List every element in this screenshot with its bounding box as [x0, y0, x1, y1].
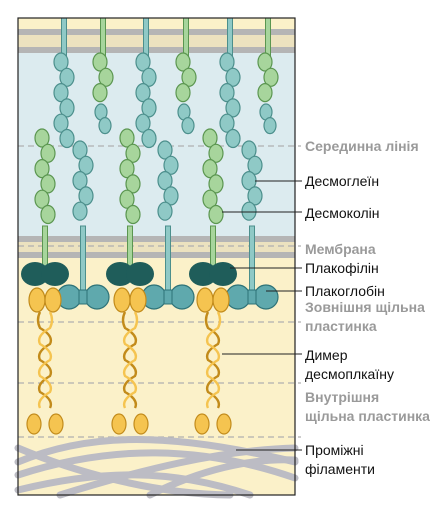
membrane-core: [18, 242, 295, 252]
label-filaments-line1: Проміжні: [305, 442, 364, 458]
label-inner-plaque-line2: щільна пластинка: [305, 408, 430, 424]
desmoglein-1-stalk: [61, 17, 67, 59]
label-outer-plaque-line1: Зовнішня щільна: [305, 299, 425, 315]
desmocollin-3-stalk: [265, 17, 271, 59]
label-desmoglein: Десмоглеїн: [305, 173, 380, 189]
desmocollin-3-membrane-stalk: [210, 225, 216, 269]
desmoglein-1-cell-b-stalk: [80, 225, 86, 291]
desmoglein-1-lower: [94, 103, 112, 135]
label-inner-plaque-line1: Внутрішня: [305, 389, 380, 405]
desmocollin-2-upper: [175, 52, 197, 103]
label-filaments-line2: філаменти: [305, 461, 375, 477]
desmoplakin-dimer-1: [26, 287, 64, 435]
plakoglobin-2: [141, 284, 195, 310]
diagram-frame: [17, 17, 296, 496]
label-outer-plaque-line2: пластинка: [305, 318, 377, 334]
upper-membrane-inner: [18, 47, 295, 53]
desmocollin-2-membrane-stalk: [127, 225, 133, 269]
desmocollin-2-lower: [119, 128, 141, 225]
label-desmocollin: Десмоколін: [305, 205, 380, 221]
desmocollin-3-lower: [202, 128, 224, 225]
desmoglein-3-cell-b-stalk: [249, 225, 255, 291]
membrane-inner-leaflet: [18, 252, 295, 258]
upper-membrane-outer: [18, 29, 295, 35]
plakophilin-1: [21, 262, 69, 286]
desmoplakin-dimer-2: [111, 287, 149, 435]
desmoglein-3-lower: [259, 103, 277, 135]
label-membrane: Мембрана: [305, 241, 376, 257]
desmocollin-1-lower: [34, 128, 56, 225]
desmoglein-2-lower: [177, 103, 195, 135]
intermediate-filament-6: [146, 456, 299, 499]
label-plakoglobin: Плакоглобін: [305, 283, 385, 299]
desmoplakin-dimer-3: [194, 287, 232, 435]
label-dimer-line1: Димер: [305, 347, 348, 363]
label-dimer-line2: десмоплкаїну: [305, 366, 394, 382]
desmoglein-3-stalk: [227, 17, 233, 59]
desmoglein-2-cell-b: [157, 140, 179, 221]
label-plakophilin: Плакофілін: [305, 260, 379, 276]
desmoglein-2-stalk: [143, 17, 149, 59]
desmoglein-3-cell-b: [241, 140, 263, 221]
label-midline: Серединна лінія: [305, 138, 419, 154]
desmoglein-2-cell-b-stalk: [165, 225, 171, 291]
desmoglein-2-upper: [135, 52, 157, 149]
membrane-outer-leaflet: [18, 236, 295, 242]
desmocollin-2-stalk: [183, 17, 189, 59]
desmocollin-1-membrane-stalk: [42, 225, 48, 269]
intermediate-filament-5: [14, 471, 254, 499]
plakoglobin-1: [56, 284, 110, 310]
desmoglein-1-cell-b: [72, 140, 94, 221]
desmocollin-1-stalk: [100, 17, 106, 59]
desmoglein-1-upper: [53, 52, 75, 149]
desmocollin-3-upper: [257, 52, 279, 103]
desmocollin-1-upper: [92, 52, 114, 103]
desmoglein-3-upper: [219, 52, 241, 149]
plakophilin-2: [106, 262, 154, 286]
upper-membrane-core: [18, 35, 295, 47]
